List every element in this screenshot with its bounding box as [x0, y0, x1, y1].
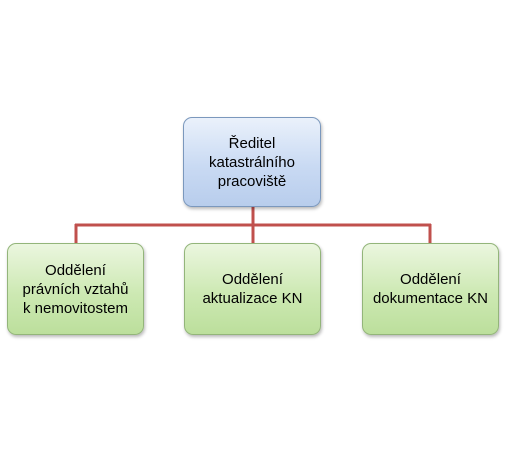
node-legal-relations-department: Oddělení právních vztahů k nemovitostem	[7, 243, 144, 335]
node-documentation-department: Oddělení dokumentace KN	[362, 243, 499, 335]
node-update-department: Oddělení aktualizace KN	[184, 243, 321, 335]
node-director: Ředitel katastrálního pracoviště	[183, 117, 321, 207]
